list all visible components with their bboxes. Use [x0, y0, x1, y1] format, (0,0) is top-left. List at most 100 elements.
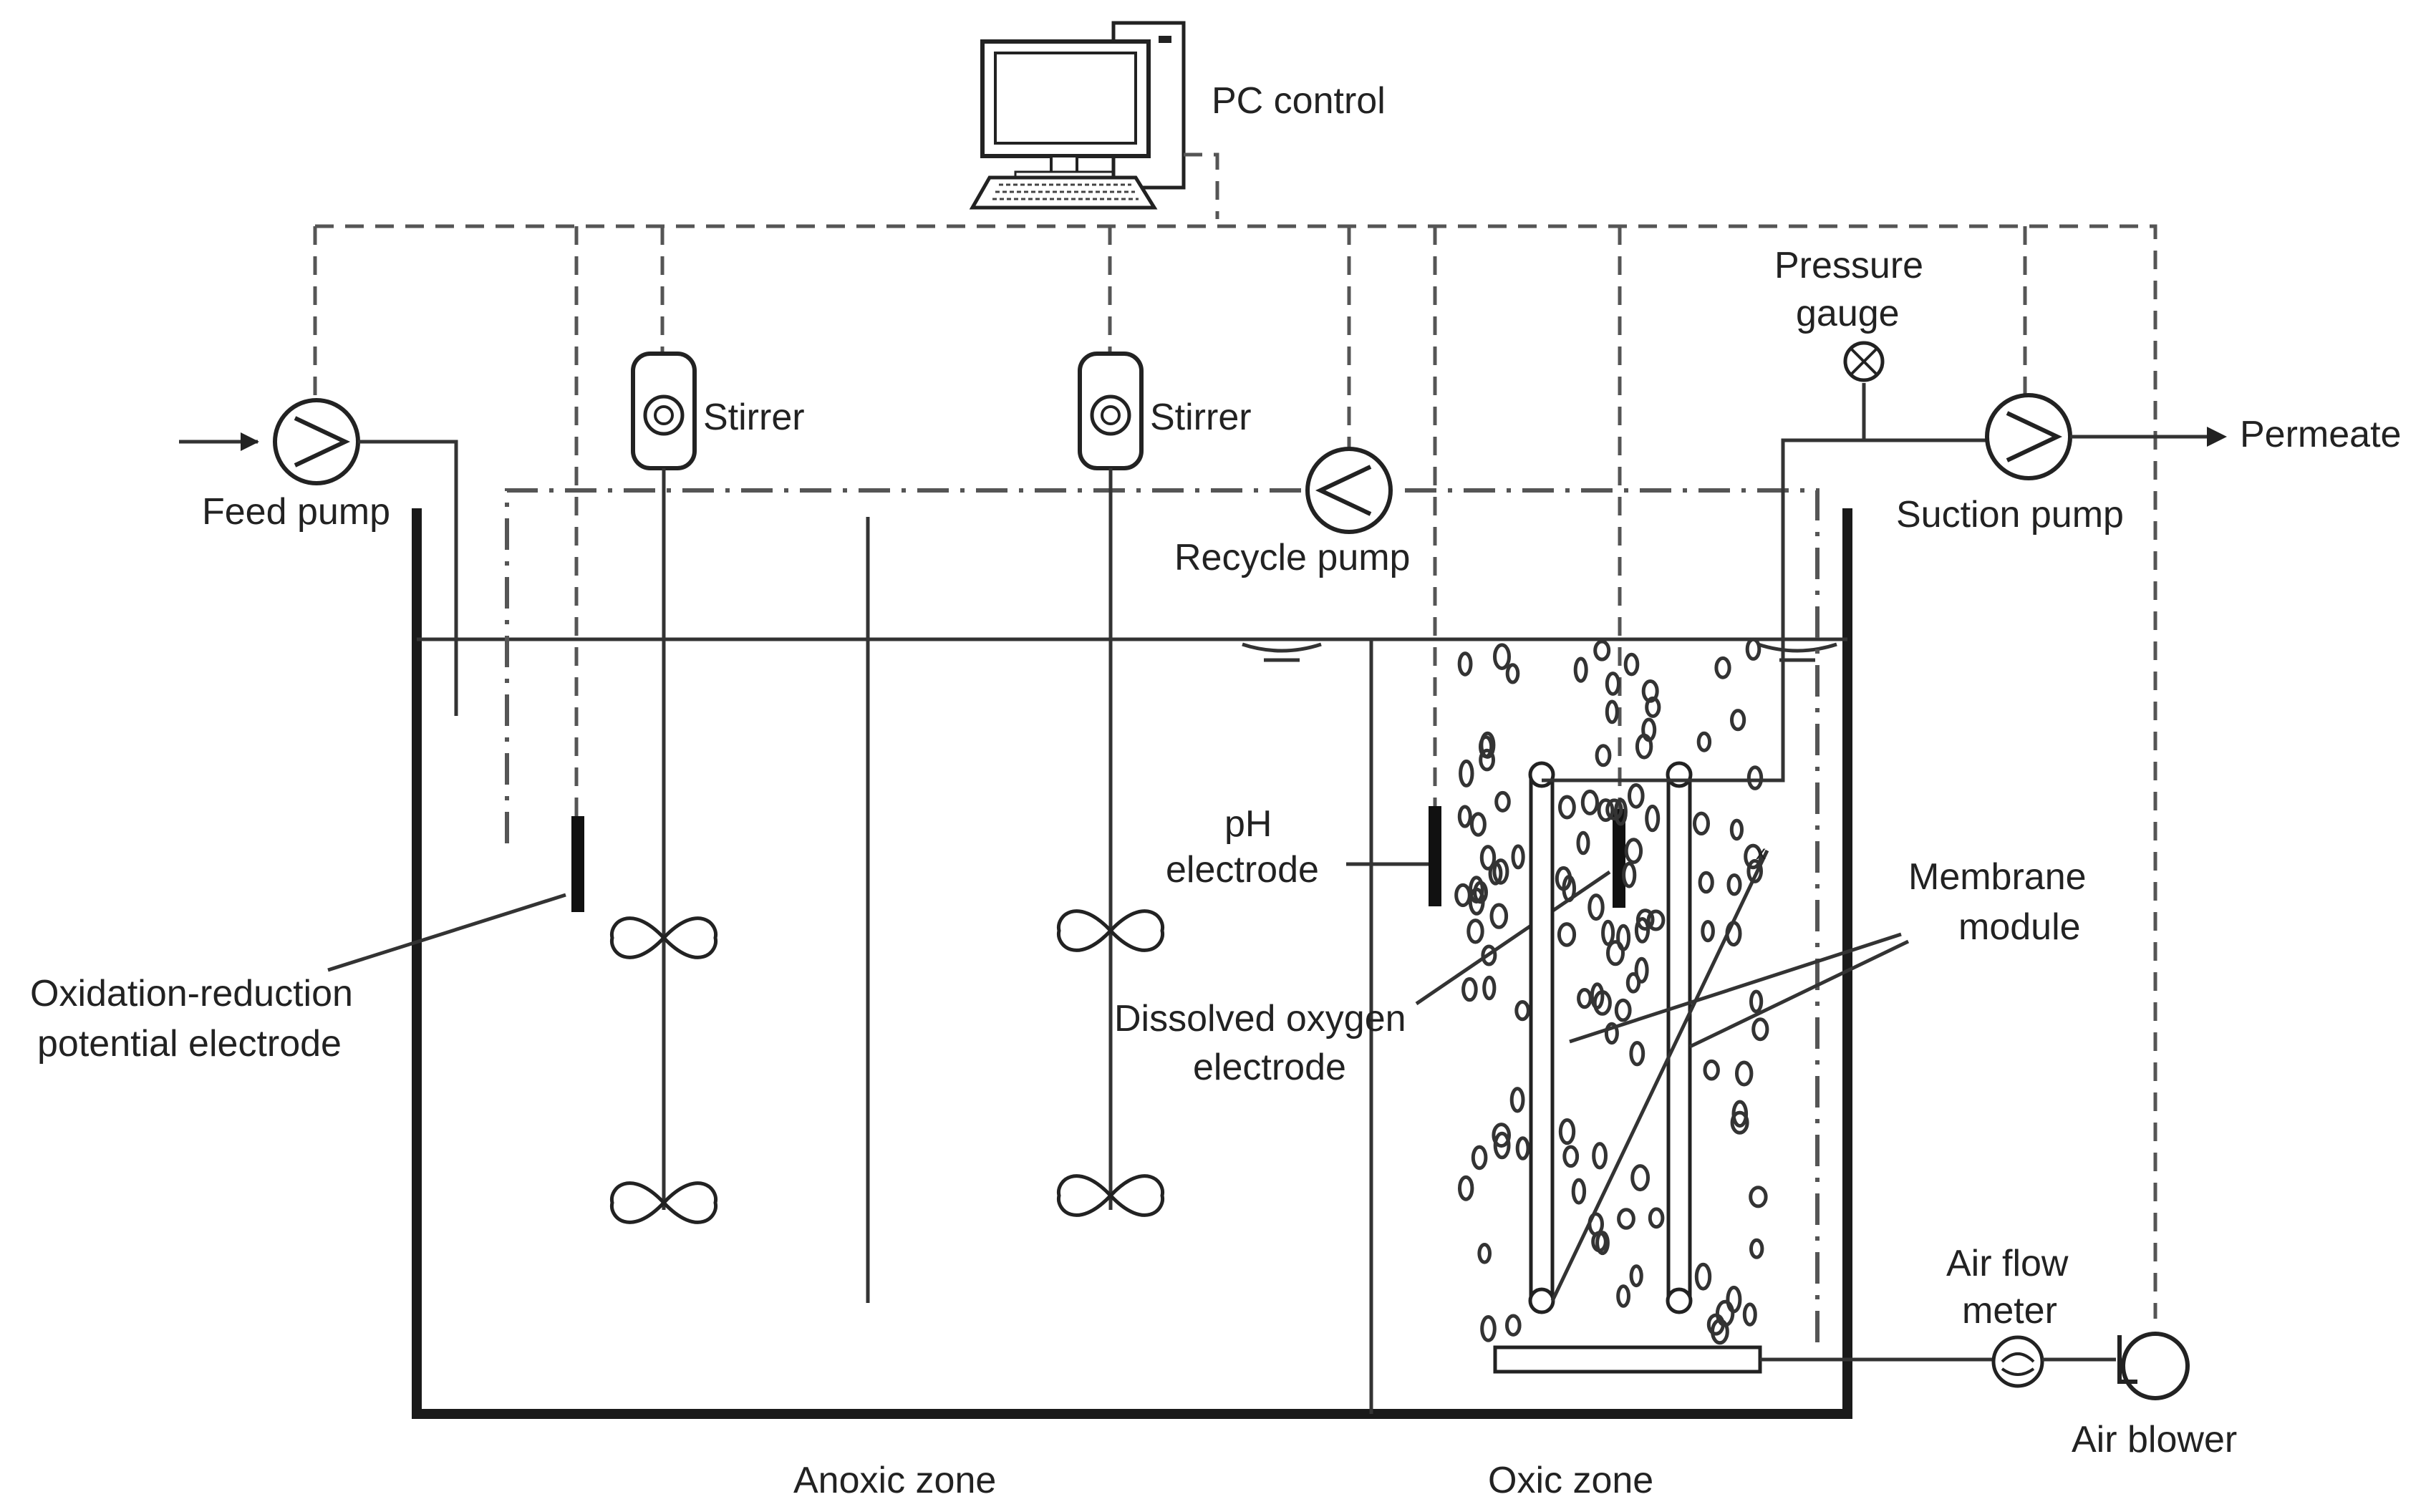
air-flow-meter-icon — [1991, 1335, 2044, 1388]
air-bubble — [1457, 805, 1472, 828]
air-bubble — [1634, 956, 1649, 984]
air-bubble — [1746, 858, 1763, 883]
suction-pump-label: Suction pump — [1896, 494, 2124, 536]
air-bubble — [1730, 709, 1746, 732]
air-bubble — [1469, 876, 1484, 904]
membrane-module-label-line1: Membrane — [1908, 856, 2087, 898]
arrow-icon — [241, 432, 259, 451]
dissolved-oxygen-label-line1: Dissolved oxygen — [1114, 998, 1406, 1040]
air-bubble — [1511, 844, 1525, 870]
air-bubble — [1592, 1142, 1608, 1170]
air-bubble — [1493, 643, 1511, 671]
control-signal-lines — [313, 152, 2157, 1319]
reactor-tank — [412, 508, 1852, 1419]
air-bubble — [1515, 1136, 1530, 1160]
air-bubble — [1622, 861, 1637, 888]
anoxic-zone-label: Anoxic zone — [793, 1460, 996, 1501]
air-bubble — [1505, 1314, 1522, 1337]
orp-electrode-label-line2: potential electrode — [37, 1023, 342, 1065]
air-bubble — [1471, 1145, 1488, 1171]
air-blower-icon — [2121, 1332, 2190, 1400]
air-bubble — [1454, 883, 1471, 908]
air-bubble — [1505, 663, 1520, 684]
ph-electrode-label-line2: electrode — [1166, 849, 1319, 891]
air-bubble — [1492, 858, 1509, 885]
air-bubble — [1593, 990, 1612, 1016]
ph-electrode — [1429, 806, 1441, 906]
air-bubble — [1729, 818, 1744, 841]
air-bubble — [1629, 1041, 1645, 1067]
air-bubble — [1742, 1302, 1757, 1327]
air-bubble — [1468, 887, 1485, 916]
air-bubble — [1555, 866, 1572, 891]
air-bubble — [1459, 759, 1474, 788]
permeate-label: Permeate — [2240, 414, 2401, 455]
air-bubble — [1735, 1060, 1754, 1087]
air-bubble — [1595, 1231, 1610, 1256]
air-bubble — [1641, 717, 1657, 742]
air-bubble — [1606, 940, 1625, 966]
air-bubble — [1617, 1208, 1635, 1230]
air-flow-meter-label-line1: Air flow — [1946, 1243, 2069, 1284]
air-bubble — [1694, 1262, 1712, 1291]
air-bubble — [1482, 975, 1497, 1001]
aeration-system — [1493, 1332, 2190, 1400]
air-bubble — [1613, 798, 1628, 826]
air-bubble — [1605, 798, 1623, 820]
stirrer-2 — [1056, 352, 1165, 1217]
air-diffuser — [1493, 1345, 1762, 1374]
air-bubble — [1726, 873, 1742, 896]
air-bubble — [1458, 1175, 1474, 1201]
air-bubble — [1703, 1059, 1720, 1081]
air-bubble — [1514, 1000, 1530, 1022]
air-bubble — [1479, 748, 1496, 772]
air-flow-meter-label-line2: meter — [1962, 1290, 2057, 1332]
air-bubble — [1730, 1110, 1749, 1135]
air-bubble — [1641, 679, 1659, 703]
air-bubble — [1646, 909, 1666, 931]
air-bubble — [1616, 1284, 1631, 1308]
air-bubble — [1648, 1207, 1665, 1229]
permeate-line — [1776, 341, 2227, 782]
air-bubble — [1630, 1164, 1651, 1192]
air-bubble — [1577, 988, 1593, 1009]
air-bubble — [1461, 976, 1478, 1002]
air-bubble — [1629, 1264, 1643, 1288]
feed-pump-label: Feed pump — [202, 491, 390, 533]
air-bubble — [1614, 998, 1632, 1022]
stirrer-2-label: Stirrer — [1150, 397, 1252, 438]
air-bubble — [1624, 838, 1643, 864]
feed-pump — [179, 398, 458, 716]
recycle-pump-label: Recycle pump — [1174, 537, 1410, 578]
air-bubble — [1466, 919, 1484, 944]
x-mark-icon: x — [1756, 841, 1766, 863]
stirrer-1-label: Stirrer — [703, 397, 805, 438]
orp-electrode — [571, 816, 584, 912]
air-bubble — [1557, 922, 1577, 947]
membrane-module-label-line2: module — [1958, 906, 2081, 948]
aeration-bubbles — [1454, 637, 1769, 1345]
air-bubble — [1744, 843, 1763, 870]
pressure-gauge-label-line2: gauge — [1796, 293, 1900, 334]
air-blower-label: Air blower — [2072, 1419, 2237, 1460]
air-bubble — [1696, 731, 1712, 752]
air-bubble — [1605, 699, 1619, 724]
pressure-gauge-label-line1: Pressure — [1774, 245, 1923, 286]
air-bubble — [1635, 908, 1655, 931]
air-bubble — [1625, 972, 1641, 994]
air-bubble — [1726, 1285, 1742, 1314]
air-bubble — [1601, 919, 1615, 946]
air-bubble — [1604, 1022, 1619, 1045]
dissolved-oxygen-electrode — [1613, 809, 1625, 908]
air-bubble — [1749, 1238, 1764, 1259]
air-bubble — [1580, 789, 1599, 815]
air-bubble — [1494, 790, 1511, 813]
air-bubble — [1745, 637, 1761, 661]
air-bubble — [1477, 1243, 1492, 1264]
air-bubble — [1457, 651, 1473, 677]
air-bubble — [1481, 944, 1497, 966]
oxic-zone-label: Oxic zone — [1488, 1460, 1653, 1501]
air-bubble — [1698, 871, 1714, 894]
air-bubble — [1479, 735, 1494, 759]
membrane-module: x — [1528, 761, 1910, 1314]
